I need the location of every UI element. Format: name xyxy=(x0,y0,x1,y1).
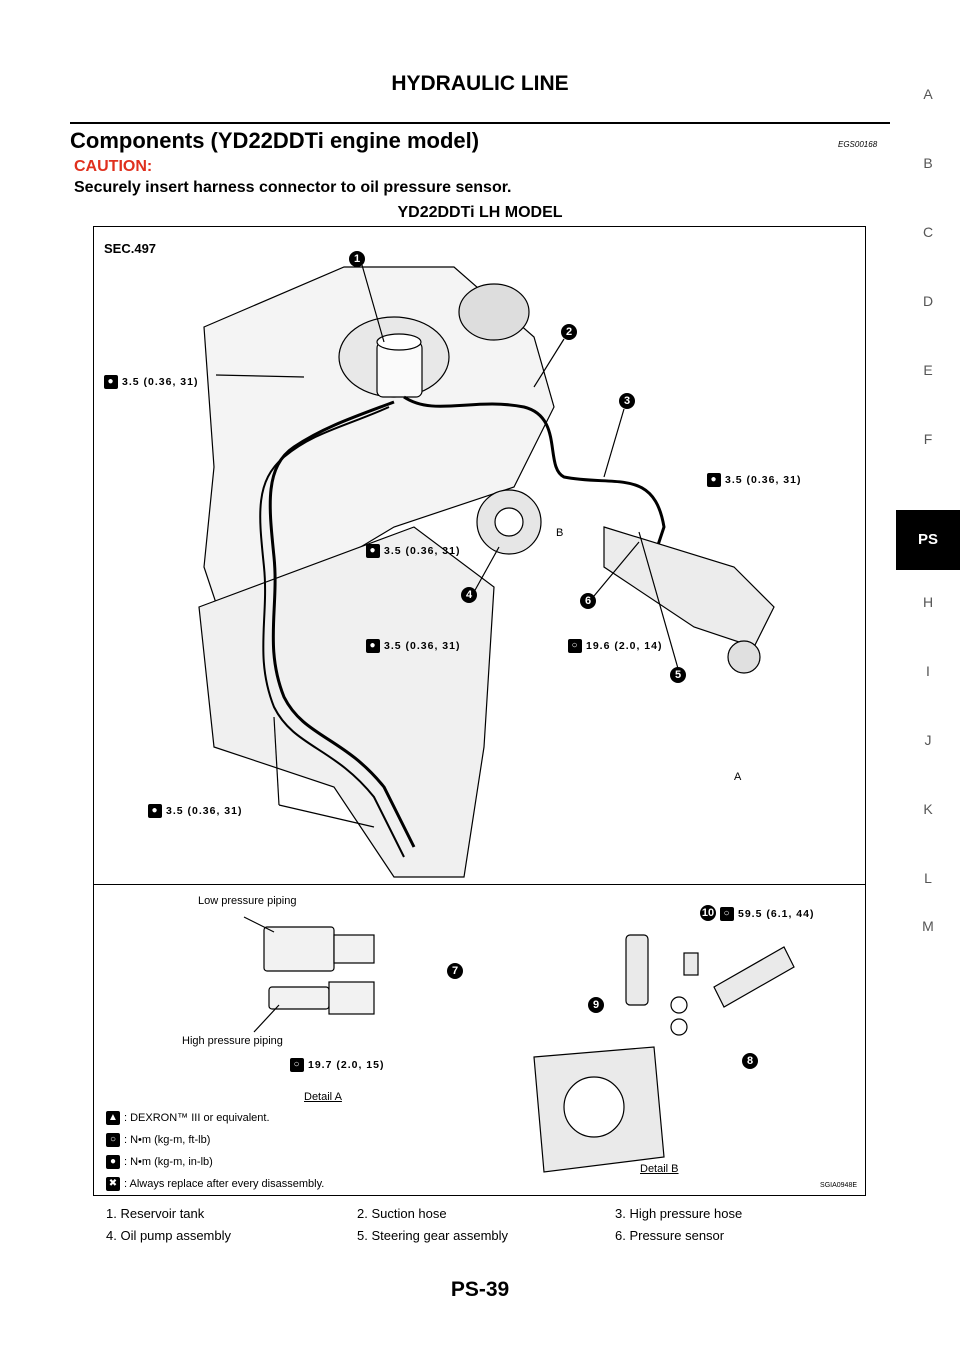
caution-label: CAUTION: xyxy=(74,158,153,175)
torque-label-7: ○ 19.7 (2.0, 15) xyxy=(290,1058,384,1072)
list-item: 2. Suction hose xyxy=(357,1206,447,1221)
high-pressure-label: High pressure piping xyxy=(182,1035,283,1047)
torque-value: 3.5 (0.36, 31) xyxy=(384,544,461,557)
side-tab-h[interactable]: H xyxy=(922,594,934,610)
legend-unit: : N•m xyxy=(124,1155,152,1168)
detail-b-marker: B xyxy=(556,527,564,539)
section-title: Components (YD22DDTi engine model) xyxy=(70,128,480,153)
torque-wrench-icon: ● xyxy=(148,804,162,818)
list-item: 6. Pressure sensor xyxy=(615,1228,725,1243)
side-tab-a[interactable]: A xyxy=(923,86,933,102)
torque-value: 19.7 (2.0, 15) xyxy=(308,1058,385,1071)
side-tab-b[interactable]: B xyxy=(923,155,933,171)
detail-b-label: Detail B xyxy=(640,1163,679,1175)
legend-fluid-text: : DEXRON™ III or equivalent. xyxy=(124,1111,270,1124)
side-tab-m[interactable]: M xyxy=(922,918,934,934)
assembly-drawing xyxy=(198,264,795,1173)
legend-replace-text: : Always replace after every disassembly… xyxy=(124,1177,325,1190)
torque-value: 3.5 (0.36, 31) xyxy=(122,375,199,388)
torque-wrench-icon: ● xyxy=(366,639,380,653)
list-item: 5. Steering gear assembly xyxy=(357,1228,509,1243)
side-tab-ps[interactable]: PS xyxy=(896,510,960,570)
side-tab-c[interactable]: C xyxy=(922,224,934,240)
legend-unit: : N•m xyxy=(124,1133,152,1146)
torque-value: 3.5 (0.36, 31) xyxy=(725,473,802,486)
torque-wrench-icon: ● xyxy=(707,473,721,487)
model-title: YD22DDTi LH MODEL xyxy=(397,204,563,221)
callout-8: 8 xyxy=(742,1053,758,1069)
detail-a-label: Detail A xyxy=(304,1091,342,1103)
torque-value: 19.6 (2.0, 14) xyxy=(586,639,663,652)
torque-wrench-icon: ○ xyxy=(106,1133,120,1147)
callout-10: 10 xyxy=(700,905,716,921)
side-tab-f[interactable]: F xyxy=(923,431,933,447)
legend-replace: ✖ : Always replace after every disassembl… xyxy=(106,1177,324,1191)
side-tab-e[interactable]: E xyxy=(923,362,933,378)
page-header-title: HYDRAULIC LINE xyxy=(391,72,569,95)
side-tab-i[interactable]: I xyxy=(926,663,930,679)
side-tab-l[interactable]: L xyxy=(924,870,932,886)
caution-text: Securely insert harness connector to oil… xyxy=(74,179,512,196)
callout-1: 1 xyxy=(349,251,365,267)
callout-3: 3 xyxy=(619,393,635,409)
callout-7: 7 xyxy=(447,963,463,979)
side-tab-j[interactable]: J xyxy=(924,732,932,748)
callout-4: 4 xyxy=(461,587,477,603)
torque-label-1: ● 3.5 (0.36, 31) xyxy=(104,375,198,389)
legend-paren: (kg-m, in-lb) xyxy=(154,1155,213,1168)
torque-wrench-icon: ● xyxy=(366,544,380,558)
torque-wrench-icon: ○ xyxy=(290,1058,304,1072)
torque-label-5: ● 3.5 (0.36, 31) xyxy=(148,804,242,818)
side-tab-k[interactable]: K xyxy=(923,801,933,817)
detail-a-marker: A xyxy=(734,771,742,783)
torque-value: 59.5 (6.1, 44) xyxy=(738,907,815,920)
side-tab-index: A B C D E F PS H I J K L M xyxy=(896,0,960,1000)
torque-label-6: ○ 19.6 (2.0, 14) xyxy=(568,639,662,653)
fluid-icon: ▲ xyxy=(106,1111,120,1125)
legend-nm-ftlb: ○ : N•m (kg-m, ft-lb) xyxy=(106,1133,210,1147)
torque-label-3: ● 3.5 (0.36, 31) xyxy=(366,544,460,558)
torque-wrench-icon: ● xyxy=(104,375,118,389)
legend-paren: (kg-m, ft-lb) xyxy=(154,1133,211,1146)
callout-6: 6 xyxy=(580,593,596,609)
callout-5: 5 xyxy=(670,667,686,683)
list-item: 4. Oil pump assembly xyxy=(106,1228,231,1243)
torque-value: 3.5 (0.36, 31) xyxy=(166,804,243,817)
list-item: 1. Reservoir tank xyxy=(106,1206,205,1221)
legend-nm-inlb: ● : N•m (kg-m, in-lb) xyxy=(106,1155,213,1169)
list-item: 3. High pressure hose xyxy=(615,1206,743,1221)
header-rule xyxy=(70,122,890,124)
page-number: PS-39 xyxy=(450,1278,510,1301)
components-figure: SEC.497 1 2 3 4 5 6 7 8 9 10 A B ● 3.5 (0… xyxy=(93,226,866,1196)
torque-label-8: ○ 59.5 (6.1, 44) xyxy=(720,907,814,921)
sec-number: SEC.497 xyxy=(104,241,157,256)
torque-wrench-icon: ○ xyxy=(720,907,734,921)
torque-label-2: ● 3.5 (0.36, 31) xyxy=(707,473,801,487)
torque-wrench-icon: ○ xyxy=(568,639,582,653)
torque-label-4: ● 3.5 (0.36, 31) xyxy=(366,639,460,653)
figure-divider xyxy=(94,884,865,885)
torque-wrench-icon: ● xyxy=(106,1155,120,1169)
callout-9: 9 xyxy=(588,997,604,1013)
replace-icon: ✖ xyxy=(106,1177,120,1191)
legend-fluid: ▲ : DEXRON™ III or equivalent. xyxy=(106,1111,270,1125)
torque-value: 3.5 (0.36, 31) xyxy=(384,639,461,652)
callout-2: 2 xyxy=(561,324,577,340)
figure-code: SGIA0948E xyxy=(820,1182,857,1189)
low-pressure-label: Low pressure piping xyxy=(198,895,297,907)
section-code: EGS00168 xyxy=(838,140,878,149)
side-tab-d[interactable]: D xyxy=(922,293,934,309)
